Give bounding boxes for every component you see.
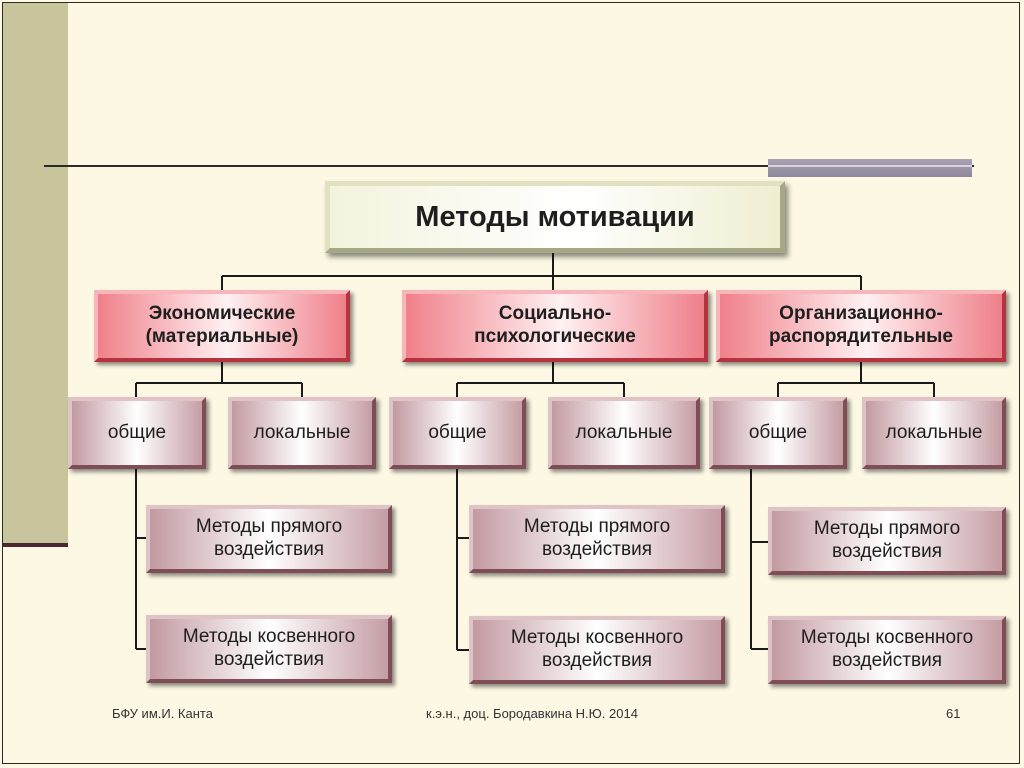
social-general-label: общие [428,421,487,443]
category-economic-line1: Экономические [148,303,296,325]
organizational-general-label: общие [748,421,808,443]
category-organizational-line2: распорядительные [769,326,953,347]
social-direct-line2: воздействия [542,539,652,560]
organizational-local-box: локальные [862,397,1006,469]
category-social-line1: Социально- [498,303,612,325]
economic-indirect-line1: Методы косвенного [182,626,356,648]
organizational-indirect-line2: воздействия [832,650,942,671]
organizational-indirect-methods-box: Методы косвенного воздействия [768,616,1006,684]
organizational-indirect-line1: Методы косвенного [800,627,974,649]
category-social-line2: психологические [474,326,636,347]
organizational-direct-line2: воздействия [832,541,942,562]
organizational-direct-methods-box: Методы прямого воздействия [768,507,1006,575]
social-local-box: локальные [548,397,700,469]
category-organizational-line1: Организационно- [779,303,943,325]
category-social-box: Социально- психологические [402,290,708,362]
economic-general-box: общие [68,397,206,469]
social-indirect-methods-box: Методы косвенного воздействия [469,616,725,684]
economic-direct-line1: Методы прямого [195,516,343,538]
social-general-box: общие [389,397,526,469]
economic-direct-methods-box: Методы прямого воздействия [146,505,392,573]
diagram-title-box: Методы мотивации [325,181,785,253]
category-organizational-box: Организационно- распорядительные [716,290,1006,362]
diagram-title: Методы мотивации [415,200,695,233]
decorative-left-bar-edge [2,543,68,547]
footer-author: к.э.н., доц. Бородавкина Н.Ю. 2014 [426,706,638,721]
organizational-general-box: общие [709,397,847,469]
economic-indirect-line2: воздействия [214,649,324,670]
economic-local-label: локальные [253,421,351,443]
social-direct-methods-box: Методы прямого воздействия [469,505,725,573]
header-rule-accent [768,159,972,177]
footer-university: БФУ им.И. Канта [112,706,213,721]
organizational-local-label: локальные [885,421,983,443]
social-indirect-line2: воздействия [542,650,652,671]
economic-local-box: локальные [228,397,376,469]
footer-page-number: 61 [946,706,961,721]
economic-direct-line2: воздействия [214,539,324,560]
header-rule [44,165,974,167]
social-indirect-line1: Методы косвенного [510,627,684,649]
organizational-direct-line1: Методы прямого [813,518,961,540]
category-economic-line2: (материальные) [145,326,299,347]
decorative-left-bar [2,2,68,544]
category-economic-box: Экономические (материальные) [94,290,350,362]
economic-general-label: общие [107,421,167,443]
social-direct-line1: Методы прямого [523,516,671,538]
social-local-label: локальные [575,421,673,443]
economic-indirect-methods-box: Методы косвенного воздействия [146,615,392,683]
